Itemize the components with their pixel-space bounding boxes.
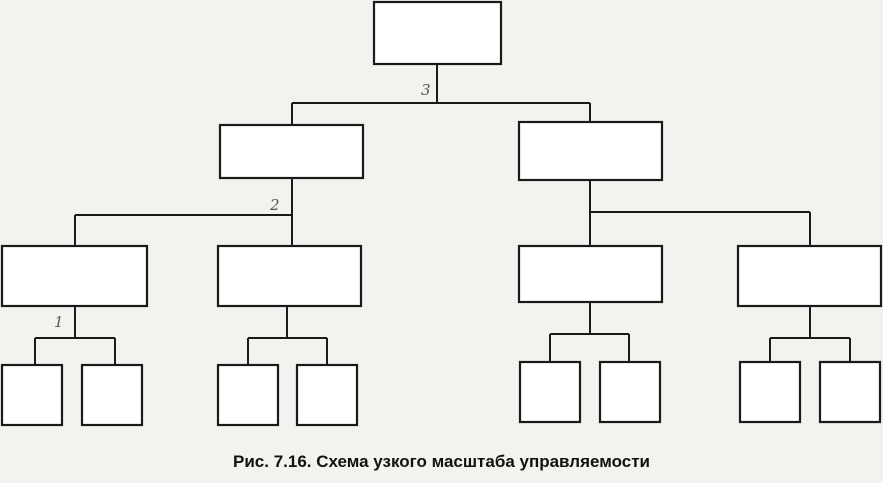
box-mid-left bbox=[218, 123, 365, 180]
box-mid-right bbox=[517, 120, 664, 182]
box-leaf-1 bbox=[0, 363, 64, 427]
box-leaf-2 bbox=[80, 363, 144, 427]
box-lower-1 bbox=[0, 244, 149, 308]
box-top bbox=[372, 0, 503, 66]
box-leaf-6 bbox=[598, 360, 662, 424]
level-mark-1: 1 bbox=[54, 313, 64, 331]
box-leaf-3 bbox=[216, 363, 280, 427]
box-leaf-7 bbox=[738, 360, 802, 424]
connector-lower-3 bbox=[549, 302, 630, 362]
level-mark-2: 2 bbox=[269, 196, 280, 214]
org-chart-diagram: 3 2 1 bbox=[0, 0, 883, 427]
box-leaf-8 bbox=[818, 360, 882, 424]
box-leaf-5 bbox=[518, 360, 582, 424]
connector-lower-4 bbox=[769, 306, 851, 362]
box-lower-3 bbox=[517, 244, 664, 304]
connectors bbox=[34, 64, 851, 365]
box-lower-4 bbox=[736, 244, 883, 308]
connector-mid-left bbox=[74, 178, 293, 246]
connector-mid-right bbox=[589, 180, 811, 246]
level-mark-3: 3 bbox=[421, 81, 431, 99]
box-leaf-4 bbox=[295, 363, 359, 427]
connector-root bbox=[291, 64, 591, 125]
connector-lower-2 bbox=[247, 306, 328, 365]
figure-caption: Рис. 7.16. Схема узкого масштаба управля… bbox=[233, 452, 650, 471]
box-lower-2 bbox=[216, 244, 363, 308]
connector-lower-1 bbox=[34, 306, 116, 365]
